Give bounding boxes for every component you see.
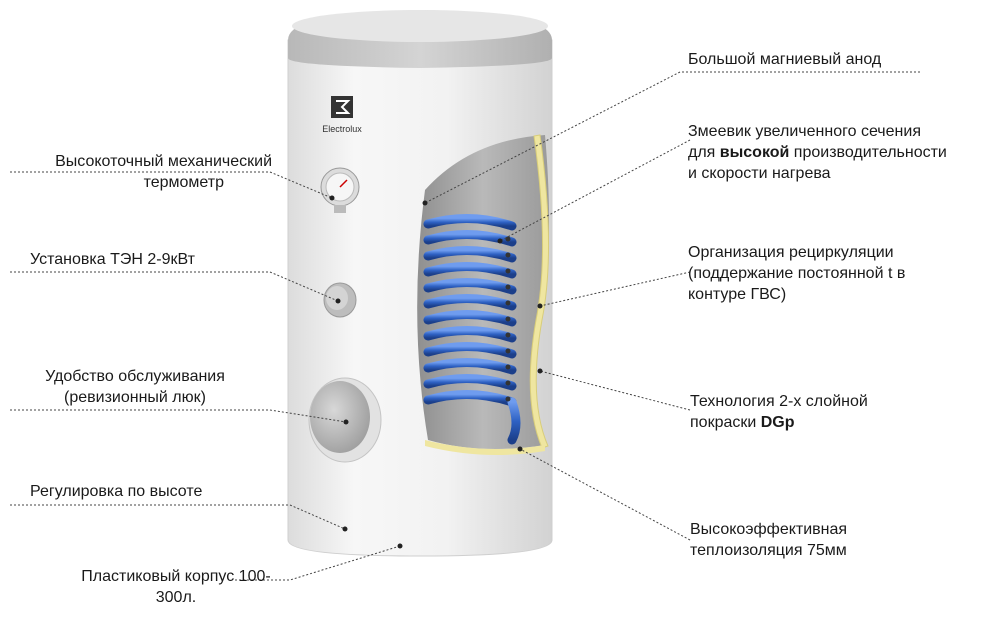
tank-lid: [288, 10, 552, 68]
leader-coating: [539, 370, 691, 411]
label-coil-line2: для высокой производительности: [688, 142, 947, 163]
label-coil-line1: Змеевик увеличенного сечения: [688, 123, 921, 140]
heat-exchanger-coil: [423, 214, 521, 445]
leader-insulation: [519, 448, 691, 541]
label-insulation: Высокоэффективная теплоизоляция 75мм: [690, 519, 847, 561]
label-insulation-line2: теплоизоляция 75мм: [690, 542, 847, 559]
label-coating: Технология 2-х слойной покраски DGp: [690, 391, 868, 433]
leader-anode: [424, 71, 920, 204]
label-thermometer: Высокоточный механический термометр: [10, 151, 272, 193]
label-recirc-line2: (поддержание постоянной t в: [688, 265, 906, 282]
label-service: Удобство обслуживания (ревизионный люк): [30, 366, 240, 408]
label-coil: Змеевик увеличенного сечения для высокой…: [688, 121, 947, 184]
label-body: Пластиковый корпус 100- 300л.: [60, 566, 292, 608]
leader-service: [10, 409, 347, 423]
label-body-line1: Пластиковый корпус 100-: [81, 568, 271, 585]
leader-lines: [10, 71, 920, 581]
label-coating-line1: Технология 2-х слойной: [690, 393, 868, 410]
label-coil-line2-bold: высокой: [719, 144, 790, 161]
label-coil-line2-pre: для: [688, 144, 720, 161]
label-coating-line2: покраски DGp: [690, 412, 868, 433]
label-thermometer-line1: Высокоточный механический: [55, 153, 272, 170]
label-heater: Установка ТЭН 2-9кВт: [30, 251, 195, 268]
leader-heater: [10, 271, 339, 302]
label-thermometer-line2: термометр: [143, 174, 224, 191]
label-coating-line2-pre: покраски: [690, 414, 761, 431]
label-recirc-line1: Организация рециркуляции: [688, 244, 894, 261]
label-service-line1: Удобство обслуживания: [45, 368, 225, 385]
leader-endpoints: [329, 195, 543, 549]
thermometer-icon: [320, 167, 360, 213]
brand-name: Electrolux: [322, 124, 362, 134]
leader-thermometer: [10, 171, 333, 199]
label-coating-line2-bold: DGp: [760, 414, 795, 431]
label-coil-line2-post: производительности: [789, 144, 947, 161]
label-recirc: Организация рециркуляции (поддержание по…: [688, 242, 905, 305]
label-coil-line3: и скорости нагрева: [688, 165, 831, 182]
label-recirc-line3: контуре ГВС): [688, 286, 787, 303]
label-anode: Большой магниевый анод: [688, 51, 882, 68]
label-body-line2: 300л.: [155, 589, 197, 606]
leader-height: [10, 504, 346, 530]
label-service-line2: (ревизионный люк): [64, 389, 206, 406]
electrolux-logo: Electrolux: [322, 96, 362, 134]
label-height: Регулировка по высоте: [30, 483, 203, 500]
leader-recirc: [539, 271, 691, 307]
label-insulation-line1: Высокоэффективная: [690, 521, 848, 538]
